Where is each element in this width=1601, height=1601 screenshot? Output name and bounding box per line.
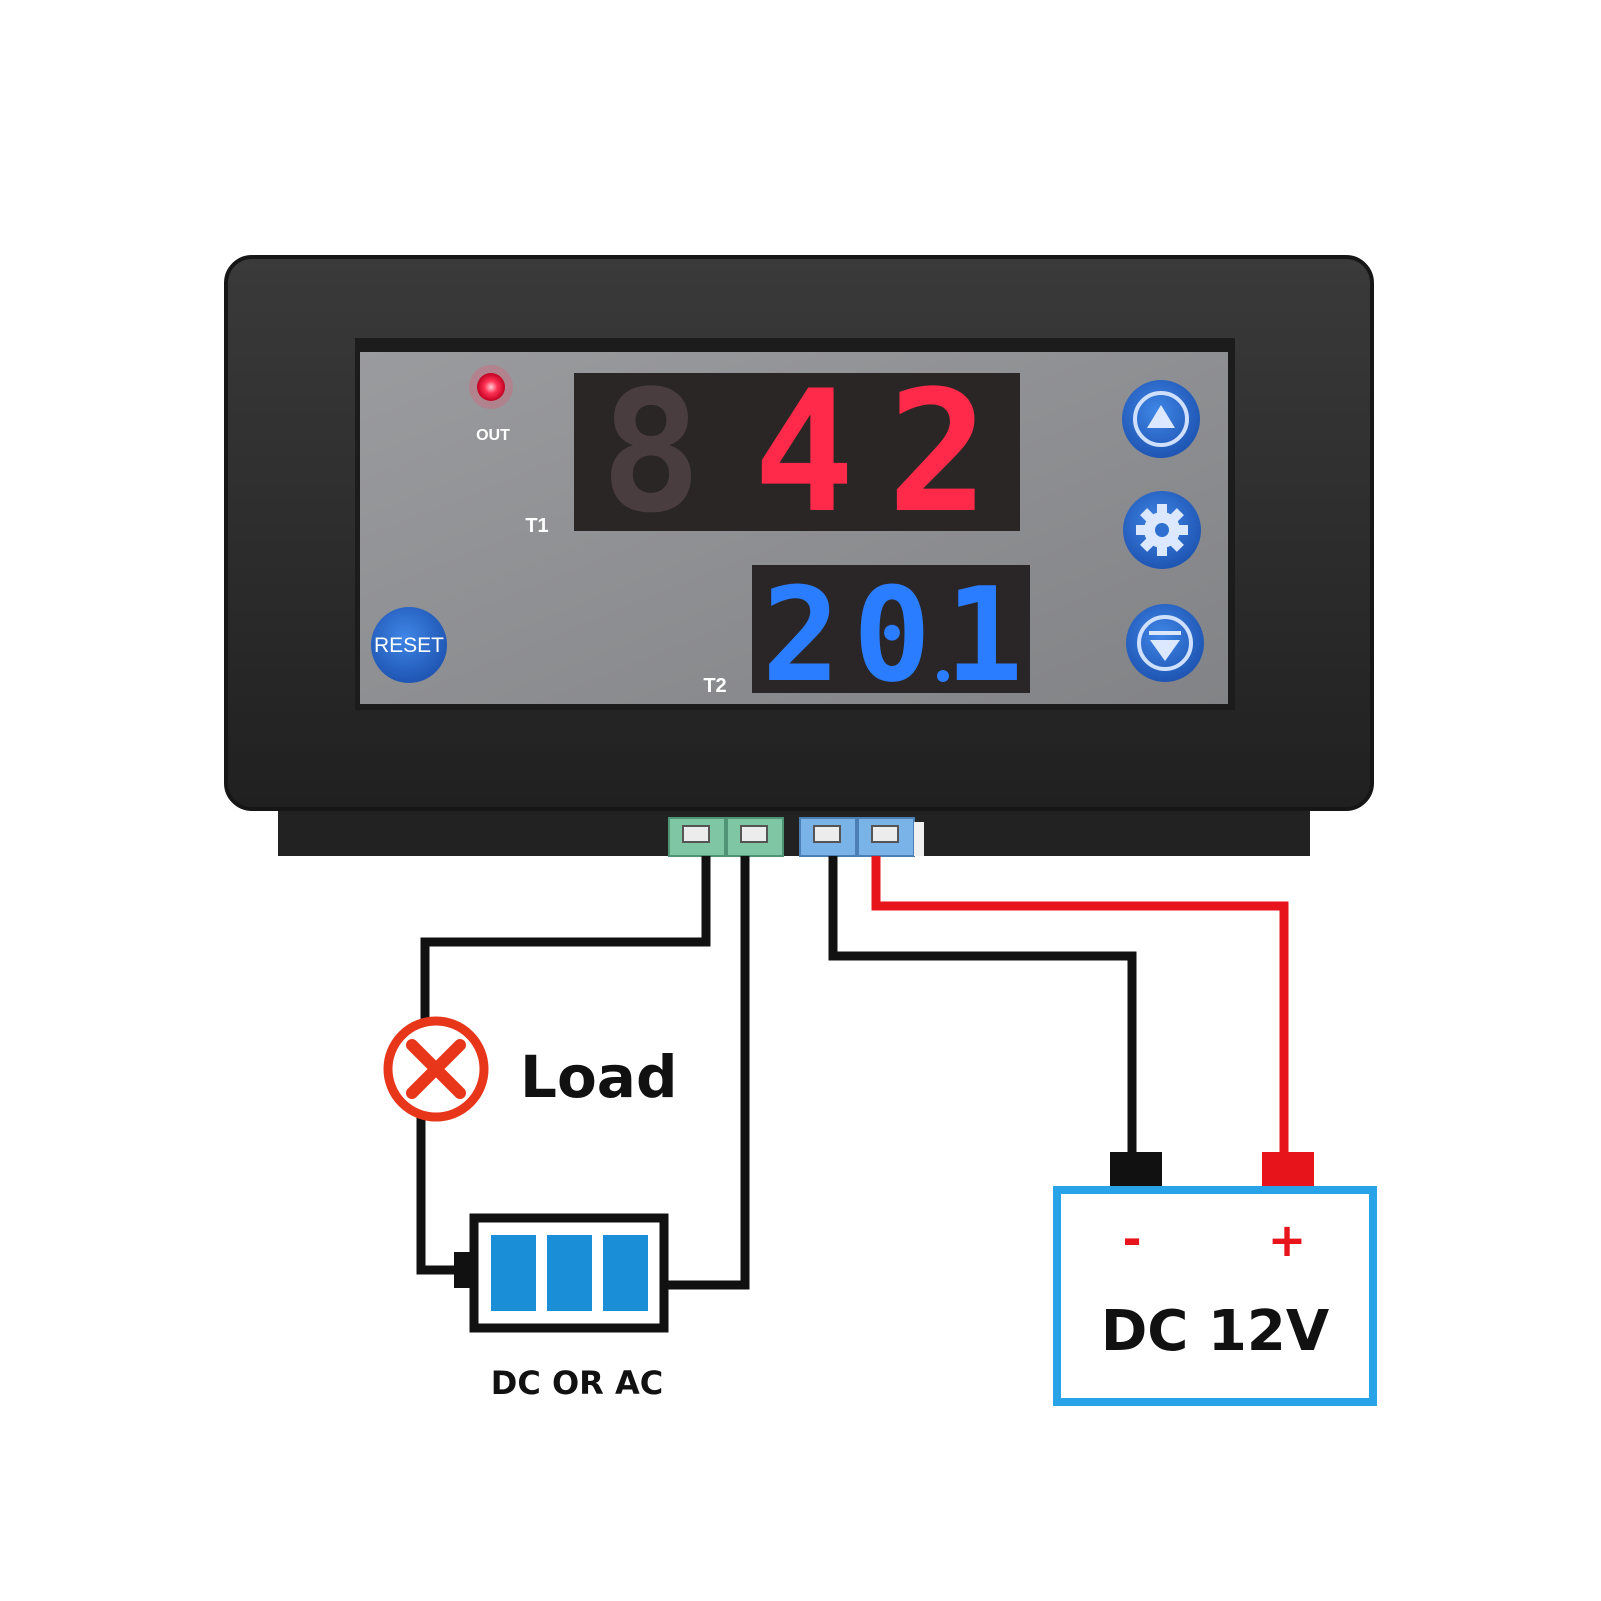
t2-label: T2 [703, 675, 726, 697]
t1-display [574, 373, 1020, 531]
battery-cell [603, 1235, 648, 1311]
gear-tooth [1136, 525, 1148, 535]
negative-symbol: - [1122, 1212, 1141, 1266]
triangle-up-icon [1147, 405, 1175, 428]
terminal-side-plate [914, 822, 924, 856]
out-led [477, 373, 505, 401]
out-label: OUT [476, 427, 510, 444]
reset-label: RESET [374, 634, 444, 657]
up-button-ring [1133, 391, 1189, 447]
settings-button[interactable] [1123, 491, 1201, 569]
gear-hole [1155, 523, 1169, 537]
t2-digit-3: 1 [945, 559, 1023, 711]
gear-tooth [1176, 525, 1188, 535]
timer-relay-module: OUT 8 4 2 T1 2 0 1 T2 RESET [224, 255, 1374, 857]
wire-relay-to-battery [666, 856, 750, 1290]
gear-tooth [1168, 508, 1184, 524]
t1-ghost-digit: 8 [600, 354, 701, 550]
green-terminal-screw [682, 825, 710, 843]
gear-tooth [1157, 504, 1167, 516]
t1-label: T1 [525, 515, 548, 537]
reset-button-face[interactable] [371, 607, 447, 683]
blue-terminal-screw [813, 825, 841, 843]
power-terminal-block [799, 817, 924, 857]
down-button[interactable] [1126, 604, 1204, 682]
wire-relay-to-load [420, 856, 711, 1021]
load-cross-icon [406, 1039, 466, 1099]
gear-tooth [1157, 544, 1167, 556]
positive-post [1262, 1152, 1314, 1192]
t2-digit-2: 0 [853, 559, 931, 711]
down-bar [1149, 631, 1181, 635]
gear-tooth [1140, 536, 1156, 552]
power-supply-label: DC 12V [1101, 1299, 1330, 1364]
t1-digit-tens: 4 [753, 354, 854, 550]
power-supply-box [1053, 1186, 1377, 1406]
up-button[interactable] [1122, 380, 1200, 458]
battery-icon [454, 1213, 669, 1333]
wire-load-to-battery [416, 1117, 472, 1275]
gear-tooth [1140, 508, 1156, 524]
negative-post [1110, 1152, 1162, 1192]
green-terminal-right [726, 817, 784, 857]
load-label: Load [520, 1043, 677, 1111]
t2-digit-1: 2 [762, 559, 840, 711]
wire-power-negative [828, 856, 1137, 1158]
down-button-ring [1137, 615, 1193, 671]
t2-decimal-point [937, 670, 949, 682]
wire-power-positive [871, 856, 1289, 1158]
green-terminal-screw [740, 825, 768, 843]
triangle-down-icon [1150, 640, 1180, 661]
t2-display [752, 565, 1030, 693]
power-supply: - + DC 12V [1053, 1152, 1377, 1406]
relay-terminal-block [668, 817, 784, 857]
gear-tooth [1168, 536, 1184, 552]
reset-button[interactable]: RESET [371, 607, 447, 683]
gear-icon [1136, 504, 1188, 556]
battery-cell [491, 1235, 536, 1311]
t1-digit-ones: 2 [887, 354, 988, 550]
positive-symbol: + [1268, 1213, 1307, 1267]
load-source-label: DC OR AC [491, 1364, 663, 1402]
blue-terminal-screw [871, 825, 899, 843]
battery-cell [547, 1235, 592, 1311]
load-symbol [383, 1016, 489, 1122]
